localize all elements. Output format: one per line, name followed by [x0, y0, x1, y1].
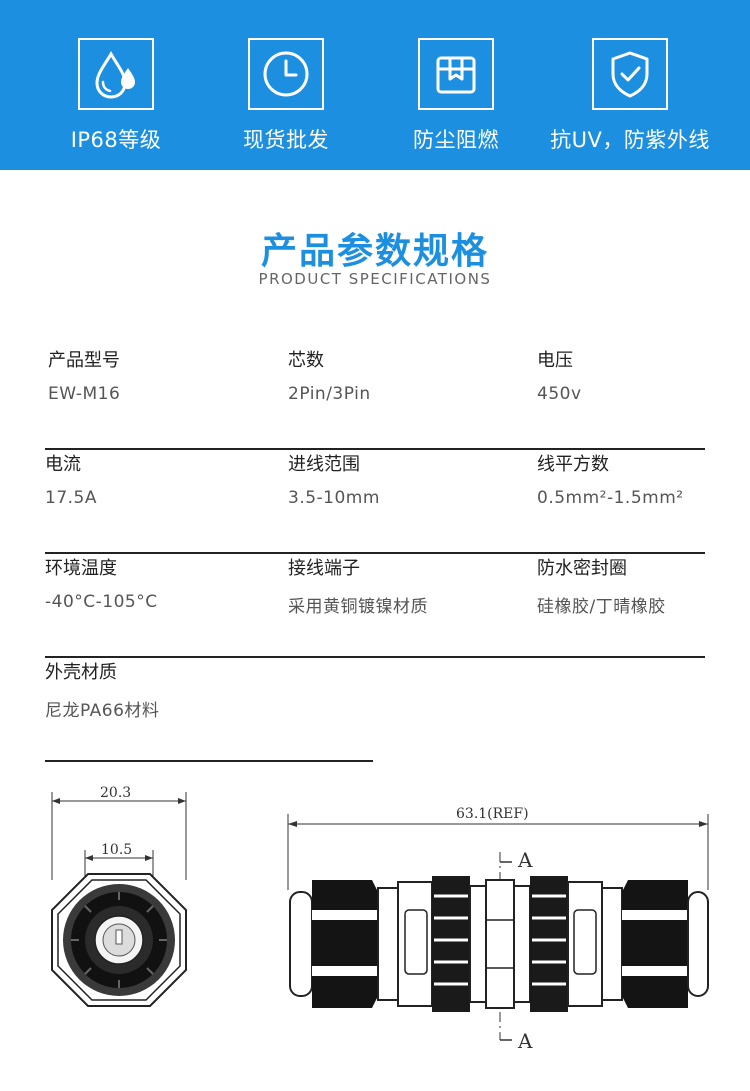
spec-row: 外壳材质 尼龙PA66材料 — [45, 658, 373, 762]
spec-row: 产品型号 EW-M16 芯数 2Pin/3Pin 电压 450v — [45, 346, 705, 450]
spec-value: 450v — [537, 384, 582, 404]
spec-cell: 产品型号 EW-M16 — [48, 346, 120, 404]
spec-cell: 电流 17.5A — [45, 450, 97, 508]
box-icon — [418, 38, 494, 110]
water-drop-icon — [78, 38, 154, 110]
clock-icon — [248, 38, 324, 110]
feature-uv: 抗UV，防紫外线 — [540, 38, 720, 154]
spec-value: EW-M16 — [48, 384, 121, 404]
shield-check-icon — [592, 38, 668, 110]
feature-banner: IP68等级 现货批发 防尘阻燃 抗UV，防紫外线 — [0, 0, 750, 170]
spec-value: 尼龙PA66材料 — [45, 701, 160, 721]
spec-value: 0.5mm²-1.5mm² — [537, 488, 684, 508]
feature-dustproof: 防尘阻燃 — [366, 38, 546, 154]
feature-label: 现货批发 — [243, 128, 329, 152]
section-mark-bottom: A — [517, 1029, 533, 1053]
spec-value: -40°C-105°C — [45, 592, 158, 612]
spec-cell: 芯数 2Pin/3Pin — [288, 346, 371, 404]
spec-key: 芯数 — [288, 350, 324, 371]
feature-label: 防尘阻燃 — [413, 128, 499, 152]
section-mark-top: A — [517, 848, 533, 872]
section-title: 产品参数规格 — [260, 231, 489, 272]
spec-key: 防水密封圈 — [537, 558, 627, 579]
section-subtitle: PRODUCT SPECIFICATIONS — [258, 270, 492, 288]
end-view: 20.3 10.5 — [51, 785, 187, 1007]
spec-cell: 进线范围 3.5-10mm — [288, 450, 380, 508]
spec-cell: 防水密封圈 硅橡胶/丁晴橡胶 — [537, 554, 666, 617]
feature-label: IP68等级 — [70, 128, 162, 152]
technical-drawing: 20.3 10.5 63.1(REF) A — [51, 785, 709, 1053]
spec-key: 环境温度 — [45, 558, 117, 579]
spec-value: 硅橡胶/丁晴橡胶 — [537, 597, 666, 617]
dim-outer: 20.3 — [100, 785, 131, 801]
spec-key: 进线范围 — [288, 454, 360, 475]
spec-value: 17.5A — [45, 488, 97, 508]
spec-row: 环境温度 -40°C-105°C 接线端子 采用黄铜镀镍材质 防水密封圈 硅橡胶… — [45, 554, 705, 658]
spec-value: 3.5-10mm — [288, 488, 380, 508]
spec-value: 采用黄铜镀镍材质 — [288, 597, 428, 617]
feature-stock: 现货批发 — [196, 38, 376, 154]
spec-key: 线平方数 — [537, 454, 609, 475]
feature-ip68: IP68等级 — [26, 38, 206, 154]
spec-key: 电流 — [45, 454, 81, 475]
spec-cell: 线平方数 0.5mm²-1.5mm² — [537, 450, 684, 508]
feature-label: 抗UV，防紫外线 — [550, 128, 710, 152]
side-view: 63.1(REF) A A — [287, 806, 709, 1053]
spec-row: 电流 17.5A 进线范围 3.5-10mm 线平方数 0.5mm²-1.5mm… — [45, 450, 705, 554]
spec-cell: 电压 450v — [537, 346, 582, 404]
dim-length: 63.1(REF) — [456, 806, 529, 822]
spec-value: 2Pin/3Pin — [288, 384, 371, 404]
spec-key: 电压 — [537, 350, 573, 371]
spec-cell: 环境温度 -40°C-105°C — [45, 554, 158, 612]
spec-cell: 外壳材质 尼龙PA66材料 — [45, 658, 159, 721]
spec-key: 产品型号 — [48, 350, 120, 371]
dim-inner: 10.5 — [101, 842, 132, 858]
spec-key: 外壳材质 — [45, 662, 117, 683]
spec-key: 接线端子 — [288, 558, 360, 579]
spec-cell: 接线端子 采用黄铜镀镍材质 — [288, 554, 428, 617]
